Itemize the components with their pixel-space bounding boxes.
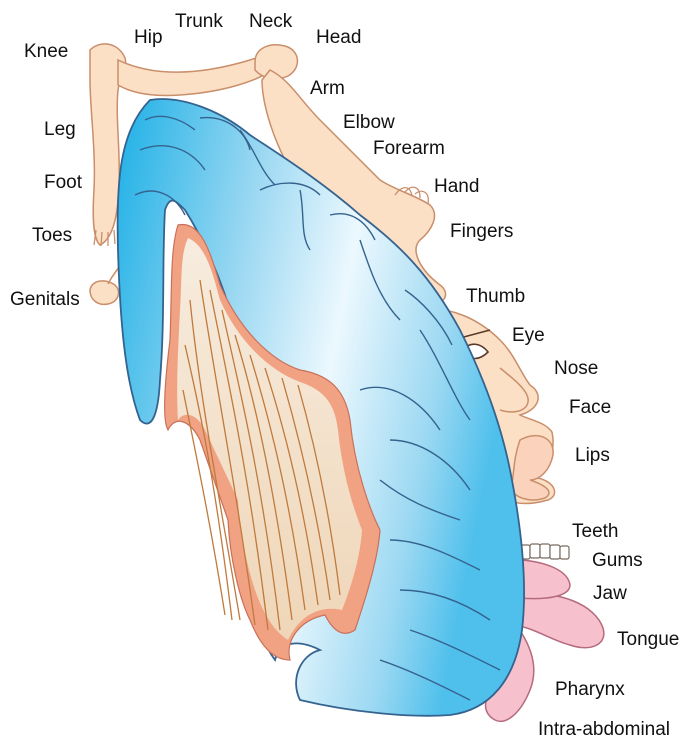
label-elbow: Elbow [343, 113, 395, 132]
label-jaw: Jaw [593, 584, 627, 603]
label-lips: Lips [575, 446, 610, 465]
trunk-shape [118, 58, 268, 95]
label-pharynx: Pharynx [555, 680, 625, 699]
label-hip: Hip [134, 28, 163, 47]
jaw-shape [520, 560, 570, 599]
label-fingers: Fingers [450, 222, 513, 241]
label-eye: Eye [512, 326, 545, 345]
teeth-shape [520, 544, 569, 559]
label-intra-abdominal: Intra-abdominal [538, 720, 670, 739]
label-leg: Leg [44, 120, 76, 139]
label-teeth: Teeth [572, 522, 618, 541]
label-thumb: Thumb [466, 287, 525, 306]
label-neck: Neck [249, 12, 292, 31]
label-genitals: Genitals [10, 290, 80, 309]
label-gums: Gums [592, 551, 643, 570]
label-trunk: Trunk [175, 12, 223, 31]
label-nose: Nose [554, 359, 598, 378]
label-toes: Toes [32, 226, 72, 245]
label-tongue: Tongue [617, 630, 679, 649]
label-hand: Hand [434, 177, 479, 196]
label-head: Head [316, 28, 361, 47]
label-forearm: Forearm [373, 139, 445, 158]
label-foot: Foot [44, 173, 82, 192]
label-face: Face [569, 398, 611, 417]
label-knee: Knee [24, 42, 68, 61]
label-arm: Arm [310, 79, 345, 98]
